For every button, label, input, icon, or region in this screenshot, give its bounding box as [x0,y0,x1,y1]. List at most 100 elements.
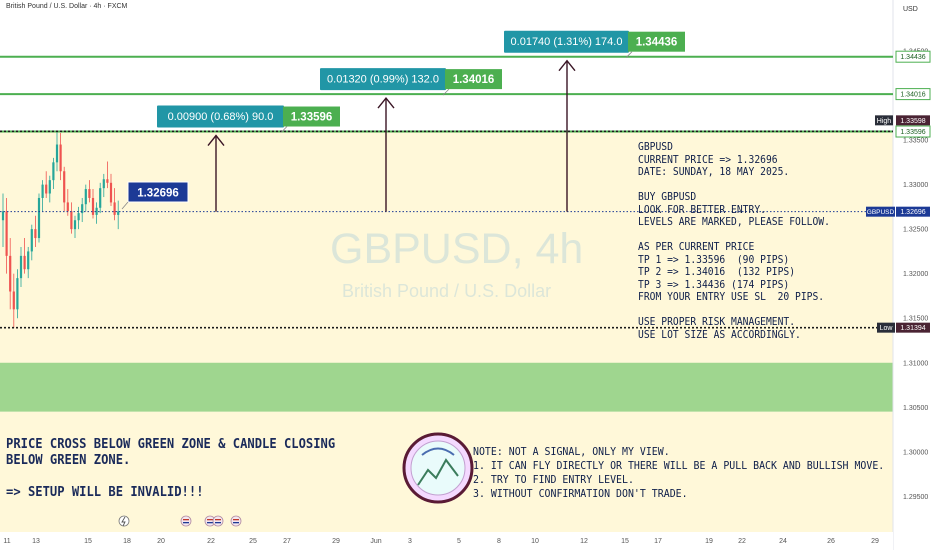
disclaimer-note: NOTE: NOT A SIGNAL, ONLY MY VIEW.1. IT C… [473,445,884,501]
flag-event-icon[interactable] [180,515,192,527]
watermark-subtitle: British Pound / U.S. Dollar [342,281,552,301]
x-tick-label: 5 [457,538,461,545]
notes-line: TP 1 => 1.33596 (90 PIPS) [638,253,790,266]
invalid-line [6,468,335,484]
target-measure-box [157,105,284,128]
target-price-box [283,106,340,127]
y-tick-label: 1.32500 [903,227,928,234]
x-tick-label: 3 [408,538,412,545]
high-axis-box [896,115,930,126]
candle-body [88,189,91,198]
candle-body [84,189,87,205]
low-tag-box [877,322,895,333]
price-axis-box [896,206,930,217]
flag-event-icon[interactable] [230,515,242,527]
invalid-line: PRICE CROSS BELOW GREEN ZONE & CANDLE CL… [6,436,336,452]
notes-line: BUY GBPUSD [638,191,697,203]
logo-inner [410,440,466,496]
notes-line: TP 3 => 1.34436 (174 PIPS) [638,278,790,291]
high-tag: High [877,118,892,125]
target-measure-label: 0.00900 (0.68%) 90.0 [168,111,274,123]
lightning-glyph [121,516,126,527]
candle-body [91,197,95,215]
disclaimer-line: 1. IT CAN FLY DIRECTLY OR THERE WILL BE … [473,459,885,472]
lightning-icon[interactable] [118,515,130,527]
target-price-label: 1.34436 [636,37,678,49]
logo-arc [421,447,455,456]
candle-body [45,184,48,194]
x-tick-label: 29 [332,538,340,545]
target-arrowhead [207,134,225,146]
tp-axis-label: 1.34436 [900,54,925,61]
candle-body [52,162,55,181]
disclaimer-line: NOTE: NOT A SIGNAL, ONLY MY VIEW. [473,445,670,458]
candle-body [95,207,98,215]
notes-line: AS PER CURRENT PRICE [638,241,755,253]
high-axis-label: 1.33598 [900,118,925,125]
x-tick-label: 17 [654,538,662,545]
x-tick-label: 20 [157,538,165,545]
y-tick-label: 1.29500 [903,494,928,501]
x-tick-label: 29 [871,538,879,545]
low-tag: Low [880,325,894,332]
notes-line: LOOK FOR BETTER ENTRY. [638,203,766,216]
y-tick-label: 1.32000 [903,271,928,278]
candle-body [106,179,109,183]
candle-body [37,197,41,239]
candle-body [27,251,30,270]
notes-line: USE LOT SIZE AS ACCORDINGLY. [638,328,801,341]
y-tick-label: 1.31500 [903,316,928,323]
x-tick-label: 11 [3,538,10,545]
price-tag-box [866,206,895,217]
x-tick-label: 19 [705,538,713,545]
buy-zone [0,131,893,328]
current-price-callout [127,181,189,203]
x-tick-label: 13 [32,538,40,545]
time-axis[interactable] [0,532,893,550]
target-measure-box [504,30,629,53]
target-price-box [445,69,502,90]
y-tick-label: 1.30000 [903,449,928,456]
candle-body [117,211,120,215]
notes-line: CURRENT PRICE => 1.32696 [638,153,778,166]
candle-body [63,171,66,203]
target-measure-label: 0.01740 (1.31%) 174.0 [511,36,623,48]
target-price-box [628,31,685,52]
candle-body [48,180,51,194]
green-zone [0,362,893,412]
flag-stripe [207,522,213,524]
candle-body [70,211,73,230]
candle-body [19,255,23,279]
symbol-title: British Pound / U.S. Dollar · 4h · FXCM [6,3,128,10]
candle-body [109,182,113,203]
current-price-callout-label: 1.32696 [137,188,179,200]
target-price-label: 1.34016 [453,74,495,86]
price-tag: GBPUSD [867,209,895,216]
y-tick-label: 1.30500 [903,405,928,412]
candle-body [102,179,105,189]
candle-body [16,278,19,310]
target-measure-box [320,68,446,91]
candle-body [99,188,102,208]
target-pointer [280,126,288,133]
flag-stripe [183,522,189,524]
x-tick-label: 15 [84,538,92,545]
candle-body [9,255,12,292]
flag-stripe [183,519,189,521]
flag-event-icon[interactable] [212,515,224,527]
notes-line [638,179,830,192]
candle-body [41,184,44,198]
currency-label[interactable]: USD [903,6,918,13]
tp-axis-box [895,125,931,138]
invalid-line: BELOW GREEN ZONE. [6,452,131,468]
candle-body [55,144,59,163]
x-tick-label: 27 [283,538,291,545]
callout-pointer [121,201,129,210]
notes-line: TP 2 => 1.34016 (132 PIPS) [638,266,796,278]
invalidation-note: PRICE CROSS BELOW GREEN ZONE & CANDLE CL… [6,436,335,500]
flag-stripe [207,519,213,521]
price-axis-label: 1.32696 [900,209,925,216]
